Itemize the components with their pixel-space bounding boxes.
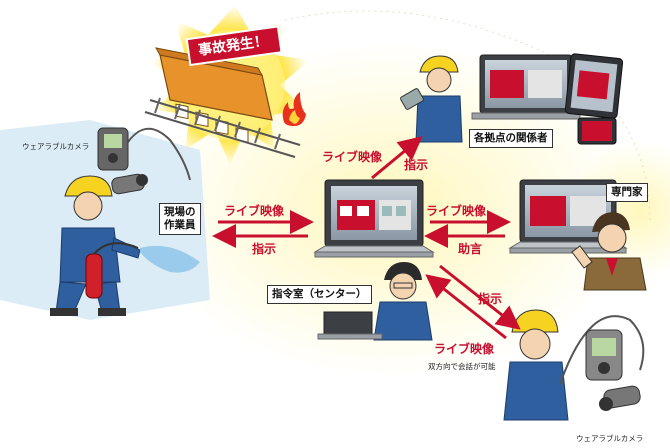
stakeholders-laptop-icon	[471, 54, 581, 120]
center-laptop-icon	[313, 179, 435, 258]
stakeholders-label: 各拠点の関係者	[469, 129, 553, 148]
advice-expert-label: 助言	[458, 242, 483, 256]
wearable-camera-right-label: ウェアラブルカメラ	[576, 434, 644, 443]
train-car-icon	[144, 47, 301, 158]
live-video-stakeholders-label: ライブ映像	[322, 150, 383, 164]
smartphone-icon	[577, 117, 617, 145]
fire-icon	[282, 92, 306, 126]
stakeholder-person-figure	[400, 55, 463, 143]
instruction-bottom-label: 指示	[478, 292, 503, 306]
expert-label: 専門家	[606, 183, 648, 202]
command-room-label: 指令室（センター）	[267, 285, 372, 304]
field-worker-label: 現場の 作業員	[159, 203, 201, 235]
arrow-instruction-bottom	[439, 264, 521, 330]
arrow-live-video-bottom	[425, 274, 507, 340]
live-video-expert-label: ライブ映像	[426, 204, 487, 218]
wearable-camera-right-icon	[559, 315, 645, 411]
instruction-worker-label: 指示	[252, 242, 277, 256]
wearable-camera-left-label: ウェアラブルカメラ	[22, 142, 90, 151]
live-video-bottom-label: ライブ映像	[434, 342, 495, 356]
field-worker-figure	[50, 175, 200, 316]
tablet-icon	[564, 53, 624, 119]
remote-worker-figure	[503, 309, 569, 421]
expert-person-figure	[571, 212, 647, 291]
live-video-worker-label: ライブ映像	[224, 204, 285, 218]
arrows	[212, 136, 521, 340]
instruction-stakeholders-label: 指示	[404, 158, 429, 172]
arrow-live-video-stakeholders	[371, 136, 423, 180]
wearable-camera-left-icon	[97, 127, 191, 195]
two-way-note: 双方向で会話が可能	[428, 362, 496, 371]
accident-sign	[185, 25, 283, 67]
blue-backdrop	[0, 120, 210, 320]
command-room-person-figure	[317, 262, 433, 341]
